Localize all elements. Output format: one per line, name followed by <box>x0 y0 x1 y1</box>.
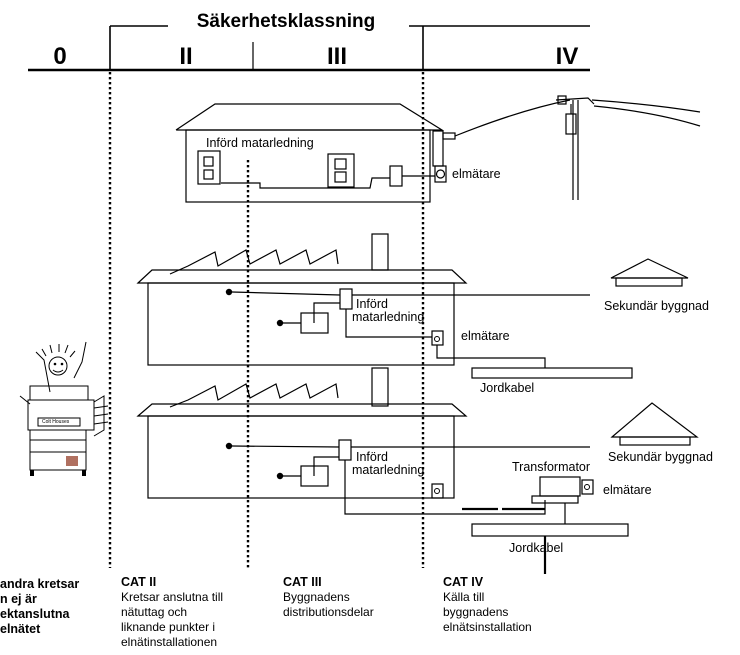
meter-dial <box>434 488 440 494</box>
middle-house <box>136 233 689 379</box>
outlet-dot <box>276 472 284 480</box>
infeed-mid-label-2: matarledning <box>352 310 424 324</box>
outlet-dot <box>225 442 233 450</box>
top-house <box>175 99 571 203</box>
cat-ii-line: elnätinstallationen <box>121 635 217 649</box>
cat-ii-line: liknande punkter i <box>121 620 215 634</box>
secondary-bot-label: Sekundär byggnad <box>608 450 713 464</box>
transformer-label: Transformator <box>512 460 590 474</box>
utility-pole <box>555 95 701 200</box>
infeed-bot-label-2: matarledning <box>352 463 424 477</box>
class-iv-label: IV <box>556 43 579 70</box>
copier-brand-graphic: Colt Houses <box>42 419 70 425</box>
outlet-dot <box>276 319 284 327</box>
header: Säkerhetsklassning 0 II III IV <box>28 11 590 72</box>
cat-iii-title: CAT III <box>283 575 322 589</box>
cat-iv-line: Källa till <box>443 590 484 604</box>
cat-iv-caption: CAT IV Källa till byggnadens elnätsinsta… <box>443 573 532 634</box>
secondary-mid-label: Sekundär byggnad <box>604 299 709 313</box>
infeed-mid-label-1: Införd <box>356 297 388 311</box>
infeed-top-label: Införd matarledning <box>206 136 314 150</box>
meter-mid-label: elmätare <box>461 329 510 343</box>
cat-ii-caption: CAT II Kretsar anslutna till nätuttag oc… <box>121 573 228 649</box>
cat-ii-title: CAT II <box>121 575 156 589</box>
cat-i-line: n ej är <box>0 592 37 606</box>
cat-i-line: ektanslutna <box>0 607 71 621</box>
cat-ii-line: Kretsar anslutna till <box>121 590 223 604</box>
infeed-bot-label-1: Införd <box>356 450 388 464</box>
cat-iii-caption: CAT III Byggnadens distributionsdelar <box>283 573 374 619</box>
header-title: Säkerhetsklassning <box>197 11 375 32</box>
cat-iii-line: distributionsdelar <box>283 605 374 619</box>
cat-i-caption: andra kretsar n ej är ektanslutna elnäte… <box>0 575 84 636</box>
cat-iv-line: byggnadens <box>443 605 508 619</box>
bottom-house <box>136 367 699 574</box>
ground-cable-mid-label: Jordkabel <box>480 381 534 395</box>
cat-ii-line: nätuttag och <box>121 605 187 619</box>
cat-i-line: andra kretsar <box>0 577 79 591</box>
outlet-dot <box>225 288 233 296</box>
meter-top-label: elmätare <box>452 167 501 181</box>
meter-dial <box>434 336 440 342</box>
class-iii-label: III <box>327 43 347 70</box>
meter-dial <box>584 484 590 490</box>
meter-bot-label: elmätare <box>603 483 652 497</box>
cat-iv-line: elnätsinstallation <box>443 620 532 634</box>
cat-i-line: elnätet <box>0 622 41 636</box>
cat-iii-line: Byggnadens <box>283 590 350 604</box>
category-dividers <box>108 72 425 568</box>
cat-iv-title: CAT IV <box>443 575 484 589</box>
ground-cable-bot-label: Jordkabel <box>509 541 563 555</box>
class-0-label: 0 <box>53 43 66 70</box>
class-ii-label: II <box>179 43 192 70</box>
copier-illustration: Colt Houses <box>19 341 109 476</box>
